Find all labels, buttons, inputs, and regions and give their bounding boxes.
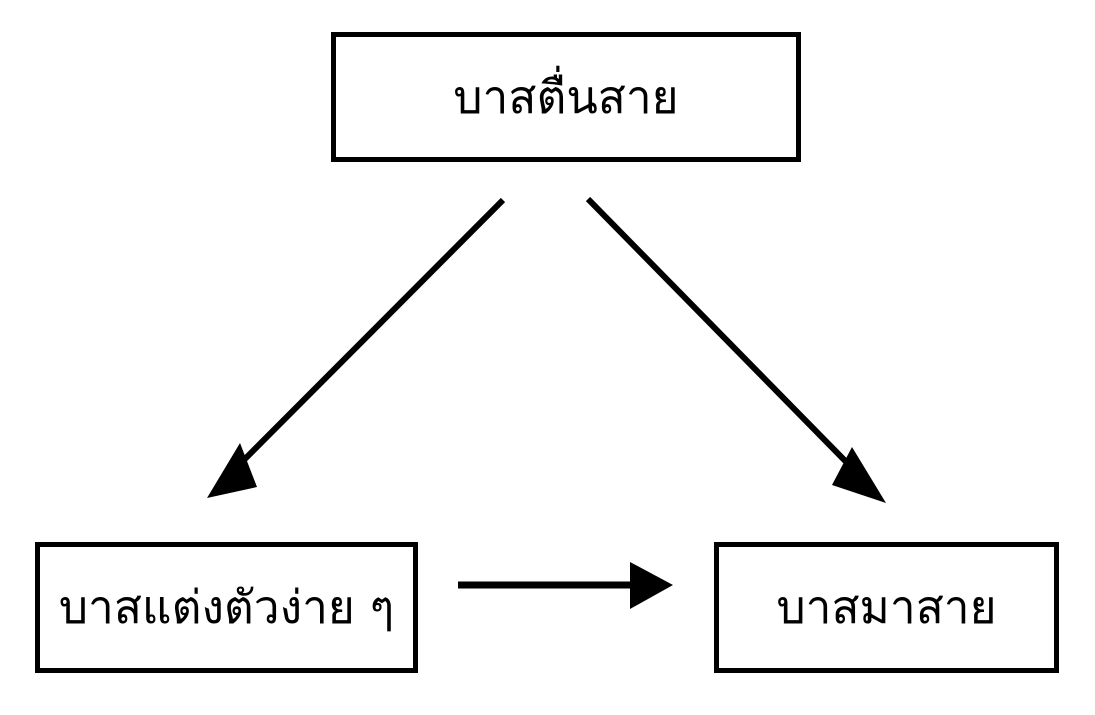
- edge-top-to-bottom-right: [585, 196, 886, 503]
- edge-line: [229, 197, 506, 475]
- node-label: บาสตื่นสาย: [453, 69, 679, 124]
- edge-top-to-bottom-left: [207, 197, 506, 498]
- arrowhead-icon: [207, 443, 257, 498]
- edge-bottom-left-to-bottom-right: [458, 562, 673, 609]
- arrowhead-icon: [630, 562, 673, 609]
- arrowhead-icon: [832, 447, 886, 503]
- edge-line: [585, 196, 864, 480]
- node-bas-dresses-simply[interactable]: บาสแต่งตัวง่าย ๆ: [35, 542, 418, 673]
- node-label: บาสมาสาย: [776, 580, 997, 635]
- node-bas-arrives-late[interactable]: บาสมาสาย: [714, 542, 1059, 673]
- node-label: บาสแต่งตัวง่าย ๆ: [58, 580, 395, 635]
- node-bas-wakes-late[interactable]: บาสตื่นสาย: [331, 32, 801, 162]
